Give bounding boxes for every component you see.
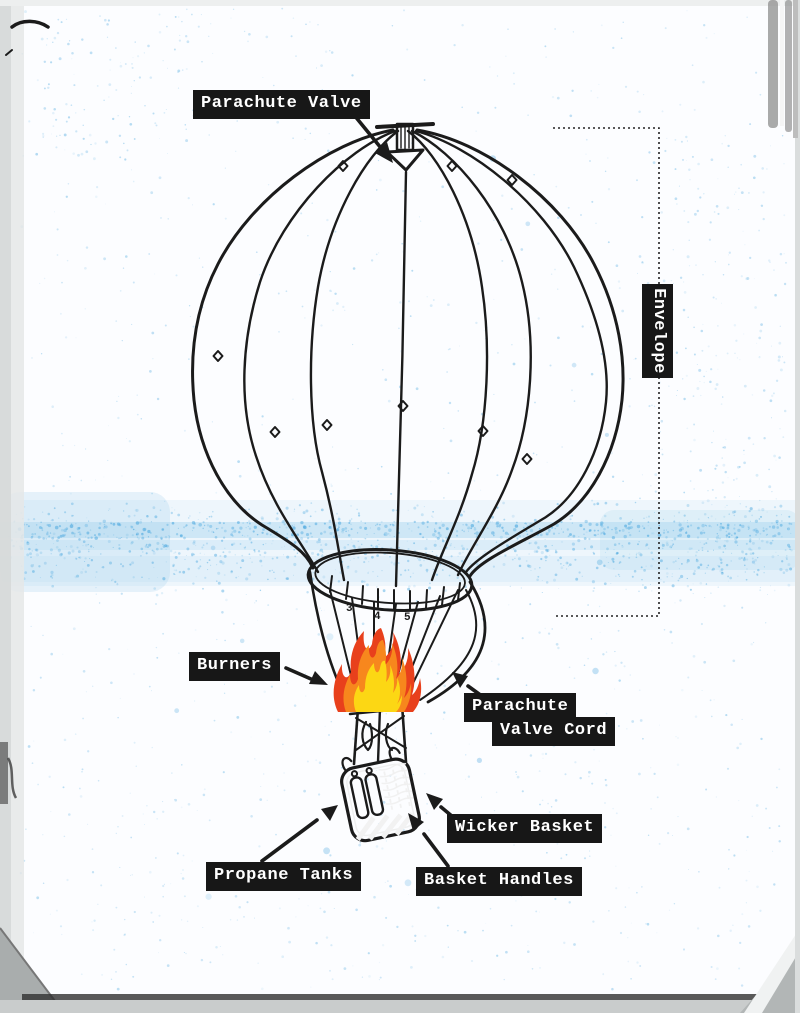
burner-flame <box>333 628 422 712</box>
skirt-scale-number: 4 <box>374 611 381 623</box>
envelope-ribs <box>243 129 532 588</box>
propane-tank-left <box>349 770 370 820</box>
arrow-burners <box>284 666 328 685</box>
horizon-band <box>0 492 800 592</box>
label-burners: Burners <box>189 652 280 682</box>
label-parachute-valve: Parachute Valve <box>193 90 370 120</box>
arrow-propane-tanks <box>260 805 338 863</box>
label-parachute-valve-cord-line2: Valve Cord <box>492 717 616 747</box>
label-envelope-text: Envelope <box>648 288 668 374</box>
paper-speckle-texture <box>7 7 793 991</box>
label-wicker-basket: Wicker Basket <box>447 814 603 844</box>
basket-drawing <box>340 746 421 843</box>
label-basket-handles: Basket Handles <box>416 867 582 897</box>
skirt-scale-number: 3 <box>346 603 353 615</box>
rib-diamond-nodes <box>212 160 533 465</box>
arrow-basket-handles <box>408 813 450 868</box>
spine-stripes <box>768 0 798 138</box>
parachute-valve-drawing <box>375 122 435 172</box>
label-propane-tanks: Propane Tanks <box>206 862 362 892</box>
basket-weave-texture <box>378 762 414 810</box>
propane-tank-right <box>364 767 385 817</box>
envelope-outline <box>191 128 625 578</box>
label-envelope: Envelope <box>642 284 673 378</box>
balloon-drawing: 3 4 5 <box>191 122 625 843</box>
basket-handle-loops <box>341 746 401 771</box>
skirt-scale-number: 5 <box>404 612 411 624</box>
